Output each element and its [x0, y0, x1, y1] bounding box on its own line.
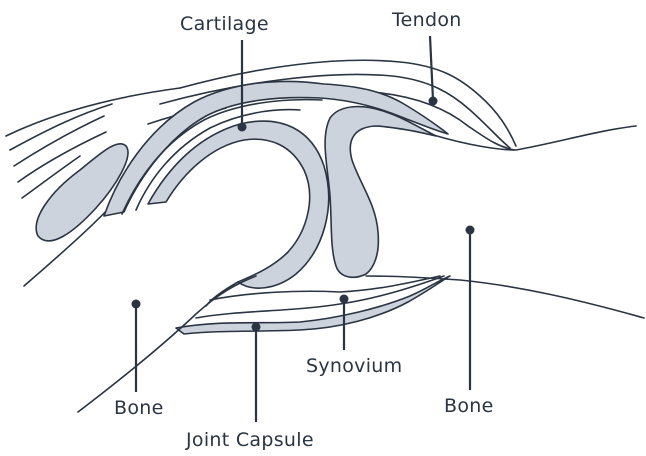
- bone-right-leader: [466, 226, 475, 391]
- label-tendon: Tendon: [391, 9, 462, 31]
- joint-capsule-leader: [252, 323, 261, 423]
- label-cartilage: Cartilage: [180, 13, 269, 35]
- joint-capsule-band[interactable]: [176, 276, 450, 334]
- label-bone-left: Bone: [114, 397, 164, 419]
- tendon-leader: [429, 36, 438, 106]
- right-joint-cartilage[interactable]: [325, 107, 436, 278]
- bone-left-leader: [132, 300, 141, 393]
- label-bone-right: Bone: [444, 395, 494, 417]
- label-joint-capsule: Joint Capsule: [185, 429, 314, 451]
- bone-head-cartilage[interactable]: [148, 121, 329, 288]
- label-synovium: Synovium: [306, 355, 402, 377]
